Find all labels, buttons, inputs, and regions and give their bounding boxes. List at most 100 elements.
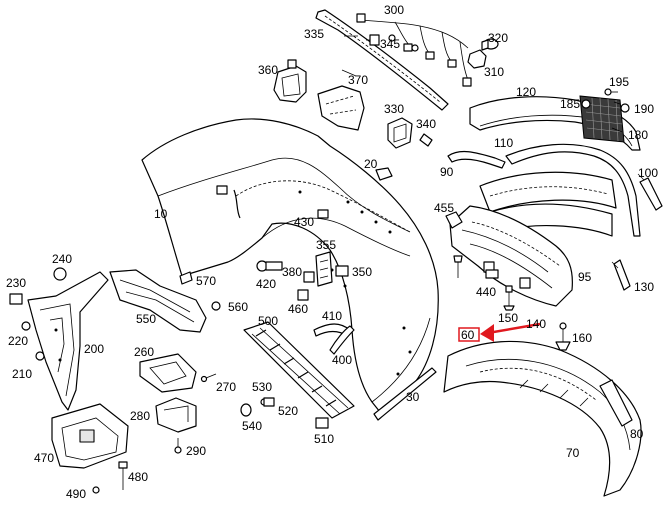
label-345: 345 — [380, 37, 400, 51]
part-190-screw — [620, 103, 630, 113]
label-120: 120 — [516, 85, 536, 99]
label-290: 290 — [186, 444, 206, 458]
label-230: 230 — [6, 276, 26, 290]
label-90: 90 — [440, 165, 454, 179]
label-110: 110 — [494, 136, 513, 150]
label-570: 570 — [196, 274, 216, 288]
label-380: 380 — [282, 265, 302, 279]
part-510-clip — [315, 417, 329, 429]
label-260: 260 — [134, 345, 154, 359]
part-195-screw — [604, 88, 618, 96]
label-470: 470 — [34, 451, 54, 465]
part-270-screw — [200, 373, 217, 383]
part-430-clip — [317, 209, 329, 219]
label-330: 330 — [384, 102, 404, 116]
part-bumper-cover — [141, 118, 439, 413]
part-185-nut — [581, 99, 591, 109]
label-420: 420 — [256, 277, 276, 291]
part-540-nut — [240, 403, 252, 417]
label-335: 335 — [304, 27, 324, 41]
part-wiring-strip — [315, 9, 449, 111]
part-420-bolt — [256, 260, 283, 272]
part-labels: 10 20 30 70 80 90 95 100 110 120 130 140… — [6, 3, 658, 501]
part-310-sensor — [467, 49, 487, 69]
label-400: 400 — [332, 353, 352, 367]
label-240: 240 — [52, 252, 72, 266]
label-500: 500 — [258, 314, 278, 328]
label-220: 220 — [8, 334, 28, 348]
part-570-clip — [179, 271, 193, 285]
label-480: 480 — [128, 470, 148, 484]
part-440-clip — [485, 269, 499, 279]
leader-lines — [341, 35, 645, 269]
label-185: 185 — [560, 97, 580, 111]
label-140: 140 — [526, 317, 546, 331]
part-30-strip — [373, 367, 437, 421]
label-530: 530 — [252, 380, 272, 394]
label-440: 440 — [476, 285, 496, 299]
part-455-bracket — [445, 211, 463, 229]
label-130: 130 — [634, 280, 654, 294]
label-510: 510 — [314, 432, 334, 446]
part-470-bracket — [51, 403, 129, 469]
label-310: 310 — [484, 65, 504, 79]
label-540: 540 — [242, 419, 262, 433]
part-370-cover — [317, 85, 365, 131]
highlight-arrow-head — [480, 324, 494, 342]
label-80: 80 — [630, 427, 644, 441]
part-480-screw — [118, 461, 128, 490]
highlight-box — [458, 327, 480, 342]
label-460: 460 — [288, 302, 308, 316]
part-260-bracket — [139, 353, 197, 393]
label-360: 360 — [258, 63, 278, 77]
part-70-lower-diffuser — [443, 340, 642, 497]
label-350: 350 — [352, 265, 372, 279]
part-280-housing — [155, 397, 197, 433]
part-100-side-strip — [639, 177, 663, 211]
part-diffuser-frame — [479, 171, 617, 237]
part-240-washer — [53, 267, 67, 281]
part-380-clip — [303, 271, 315, 283]
part-550-brace — [109, 269, 207, 333]
label-10: 10 — [154, 207, 168, 221]
part-500-impact-bar — [243, 321, 355, 419]
label-20: 20 — [364, 157, 378, 171]
part-490-screw — [92, 486, 100, 494]
label-95: 95 — [578, 270, 592, 284]
part-320-sensor-holder — [481, 38, 499, 51]
part-360-bracket — [273, 59, 307, 103]
label-560: 560 — [228, 300, 248, 314]
part-80-strip — [599, 379, 633, 427]
label-100: 100 — [638, 166, 658, 180]
part-150-screw — [503, 285, 515, 311]
label-210: 210 — [12, 367, 32, 381]
part-400-strip — [329, 325, 355, 355]
label-70: 70 — [566, 446, 580, 460]
part-20-clip — [375, 167, 393, 181]
part-200-bracket — [27, 271, 109, 411]
part-290-screw — [174, 438, 182, 454]
part-95-carrier — [449, 205, 573, 307]
highlight-label: 60 — [461, 328, 475, 342]
label-320: 320 — [488, 31, 508, 45]
label-340: 340 — [416, 117, 436, 131]
part-345-clip — [366, 34, 380, 46]
part-230-clip — [9, 293, 23, 305]
label-195: 195 — [609, 75, 629, 89]
part-130-side-strip — [613, 259, 631, 291]
part-160-screw — [555, 322, 571, 351]
part-screw-near-455 — [453, 255, 463, 278]
label-520: 520 — [278, 404, 298, 418]
label-200: 200 — [84, 342, 104, 356]
part-330-bracket — [387, 117, 413, 149]
label-30: 30 — [406, 390, 420, 404]
label-430: 430 — [294, 215, 314, 229]
label-370: 370 — [348, 73, 368, 87]
label-270: 270 — [216, 380, 236, 394]
part-90-trim-strip — [447, 150, 506, 169]
part-220-screw — [21, 321, 31, 331]
part-460-clip — [297, 289, 309, 301]
label-150: 150 — [498, 311, 518, 325]
